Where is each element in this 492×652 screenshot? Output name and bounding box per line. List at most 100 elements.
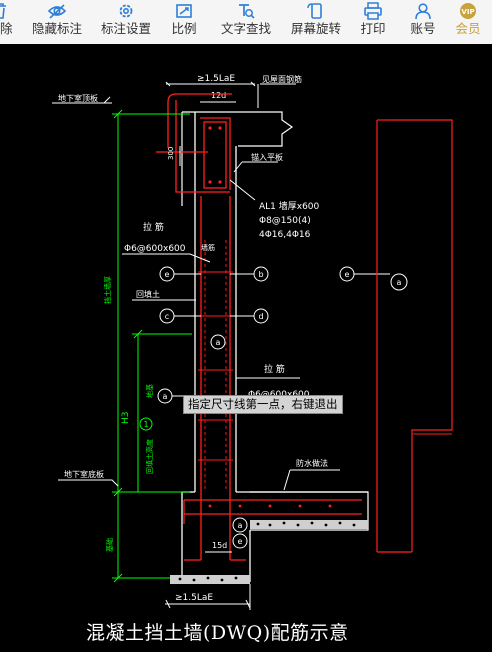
marker-e-left: e	[159, 266, 175, 282]
account-button[interactable]: 账号	[408, 0, 438, 44]
foundation-text: 基础	[105, 538, 114, 552]
al1-line3-text: 4Φ16,4Φ16	[259, 230, 311, 240]
gear-icon	[119, 4, 133, 18]
hide-annotation-button[interactable]: 隐藏标注	[31, 0, 83, 44]
vip-button[interactable]: VIP 会员	[453, 0, 483, 44]
hide-annotation-label: 隐藏标注	[31, 21, 82, 36]
marker-a-right: a	[390, 273, 408, 291]
basement-floor-leader	[58, 479, 119, 487]
top-slab	[181, 111, 294, 206]
marker-b-text: b	[258, 270, 263, 279]
marker-e-right: e	[339, 266, 355, 282]
wall-rebar-leader	[257, 83, 296, 108]
annotation-settings-button[interactable]: 标注设置	[99, 0, 153, 44]
text-search-icon	[239, 4, 255, 19]
marker-e-left-text: e	[165, 270, 170, 279]
delete-icon	[0, 3, 6, 19]
scale-button[interactable]: 比例	[169, 0, 199, 44]
dim-12d-text: 12d	[211, 91, 226, 100]
marker-a-left-text: a	[163, 392, 168, 401]
waterproof-leader	[283, 469, 340, 491]
delete-button[interactable]: 除	[0, 0, 18, 44]
delete-label: 除	[0, 21, 13, 36]
basement-roof-line	[52, 96, 112, 104]
text-search-button[interactable]: 文字查找	[219, 0, 273, 44]
al1-line2-text: Φ8@150(4)	[259, 216, 311, 226]
al1-line1-text: AL1 墙厚x600	[259, 200, 320, 212]
basement-floor-text: 地下室底板	[64, 469, 104, 479]
rotate-icon	[307, 3, 322, 19]
top-lae-text: ≥1.5LaE	[197, 74, 235, 84]
marker-c: c	[159, 308, 175, 324]
tie-label2-text: 拉 筋	[264, 363, 285, 375]
height-h3-text: H3	[121, 412, 131, 425]
tie-marks	[198, 271, 233, 461]
marker-a-right-text: a	[397, 278, 402, 287]
marker-1-text: 1	[143, 420, 148, 429]
basement-roof-text: 地下室顶板	[58, 93, 98, 103]
marker-a-left: a	[157, 388, 173, 404]
cad-command-tooltip: 指定尺寸线第一点，右键退出	[183, 395, 343, 414]
dim-300-text: 300	[167, 147, 175, 160]
wall-horizontal-rebars	[204, 240, 227, 490]
vip-label: 会员	[455, 21, 481, 36]
cad-drawing-canvas[interactable]: ≥1.5LaE 见屋面钢筋 地下室顶板 12d 300 锚入平板 AL1 墙厚x…	[0, 66, 492, 652]
left-dimension-lines	[112, 109, 192, 583]
floor-slab-dots	[208, 504, 332, 508]
marker-a-mid: a	[210, 334, 226, 350]
print-button[interactable]: 打印	[358, 0, 388, 44]
scale-icon	[176, 4, 192, 18]
anchor-leader	[233, 161, 278, 173]
screen-rotate-label: 屏幕旋转	[290, 21, 341, 36]
marker-a-bottom: a	[232, 517, 248, 533]
print-label: 打印	[360, 21, 386, 36]
screen-rotate-button[interactable]: 屏幕旋转	[289, 0, 343, 44]
account-label: 账号	[410, 21, 436, 36]
marker-a-bottom-text: a	[238, 521, 243, 530]
tie-leader	[122, 253, 211, 263]
drawing-title: 混凝土挡土墙(DWQ)配筋示意	[86, 622, 349, 644]
anchor-horizontal-text: 锚入平板	[251, 152, 283, 162]
marker-b: b	[253, 266, 269, 282]
top-hook-rebar	[156, 93, 232, 193]
dim-15d-text: 15d	[212, 541, 227, 550]
marker-e-right-text: e	[345, 270, 350, 279]
al1-leader	[229, 179, 256, 201]
marker-e-bottom-text: e	[238, 537, 243, 546]
vip-icon: VIP	[460, 3, 476, 19]
toolbar: 除 隐藏标注 标注设置 比例 文字查找 屏幕旋转 打印 账号 VIP 会员	[0, 0, 492, 45]
printer-icon	[364, 2, 382, 20]
text-search-label: 文字查找	[220, 21, 271, 36]
wall-thickness-text: 挡土墙厚	[103, 276, 112, 304]
backfill-text: 回填土	[136, 289, 160, 299]
waterproof-text: 防水做法	[296, 458, 328, 468]
beam-al1-dots	[208, 126, 222, 184]
marker-1-circle	[139, 417, 153, 431]
bottom-lae-line	[165, 584, 251, 610]
marker-d: d	[253, 308, 269, 324]
top-lae-dimension	[165, 81, 256, 87]
annotation-settings-label: 标注设置	[100, 21, 151, 36]
eye-icon	[47, 4, 67, 19]
marker-c-text: c	[165, 312, 169, 321]
wall-horiz-text: 墙筋	[201, 243, 215, 252]
soil-depth2-text: 地基	[145, 384, 154, 398]
marker-d-text: d	[258, 312, 263, 321]
gravel-hatch-dots	[178, 521, 356, 582]
vip-badge-text: VIP	[461, 8, 474, 16]
tie-spec-text: Φ6@600x600	[124, 244, 186, 254]
floor-slab-outline	[250, 491, 369, 531]
wall-rebar-text: 见屋面钢筋	[262, 74, 302, 84]
right-section-bracket	[376, 119, 453, 553]
canvas-top-margin	[0, 44, 492, 66]
gravel-hatch	[170, 520, 368, 584]
tie-label-text: 拉 筋	[143, 221, 164, 233]
wall-vertical-rebars	[184, 196, 246, 561]
floor-slab-rebars	[183, 499, 362, 524]
scale-label: 比例	[171, 21, 197, 36]
user-icon	[415, 3, 431, 20]
soil-depth-text: 回填土高度	[145, 439, 154, 474]
marker-a-mid-text: a	[216, 338, 221, 347]
marker-e-bottom: e	[232, 533, 248, 549]
bottom-lae-text: ≥1.5LaE	[175, 593, 213, 603]
